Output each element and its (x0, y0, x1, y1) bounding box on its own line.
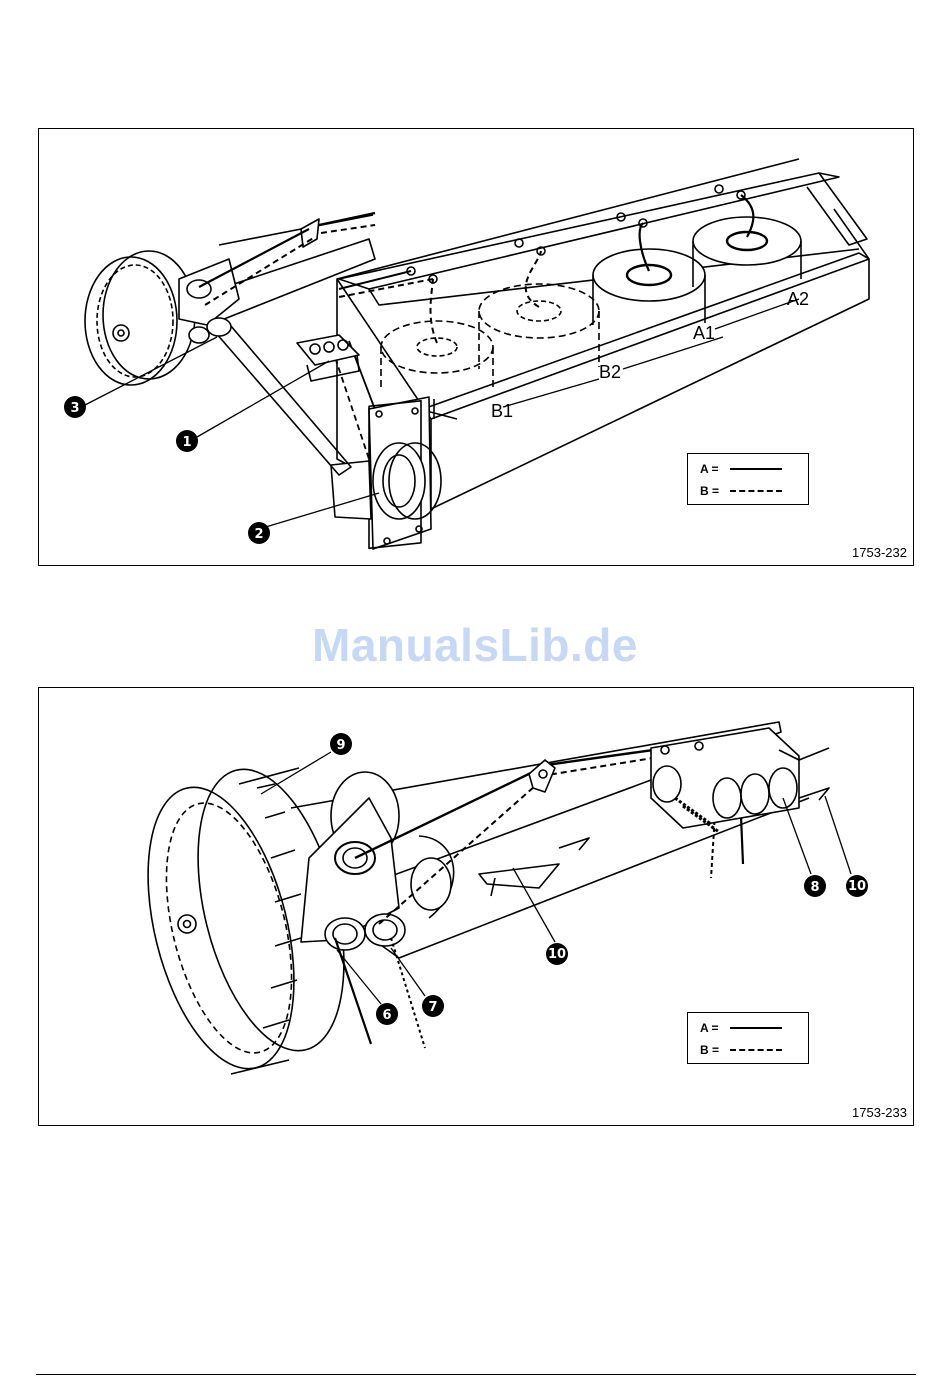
svg-text:2: 2 (254, 527, 263, 542)
legend-solid-line (730, 1027, 782, 1029)
callout-7: 7 (422, 995, 444, 1017)
svg-text:3: 3 (70, 401, 79, 416)
svg-text:1: 1 (182, 435, 191, 450)
label-b2: B2 (599, 362, 621, 382)
legend-fig1: A = B = (687, 453, 809, 505)
legend-row-b: B = (700, 484, 782, 498)
callout-6: 6 (376, 1003, 398, 1025)
legend-row-a: A = (700, 462, 782, 476)
bobbins (381, 217, 801, 391)
legend-solid-line (730, 468, 782, 470)
label-a1: A1 (693, 323, 715, 343)
svg-text:6: 6 (382, 1008, 391, 1023)
figure-1: 3 1 2 B1 B2 A1 A2 A = B = 1753-232 (38, 128, 914, 566)
legend-row-b: B = (700, 1043, 782, 1057)
callout-2: 2 (248, 522, 270, 544)
legend-row-a: A = (700, 1021, 782, 1035)
legend-dashed-line (730, 1049, 782, 1051)
label-b1: B1 (491, 401, 513, 421)
callout-3: 3 (64, 396, 86, 418)
footer-rule (36, 1374, 916, 1375)
svg-text:7: 7 (428, 1000, 437, 1015)
watermark: ManualsLib.de (0, 618, 950, 672)
legend-a-label: A = (700, 1021, 730, 1035)
callout-9: 9 (330, 733, 352, 755)
callout-10-left: 10 (546, 943, 568, 965)
legend-dashed-line (730, 490, 782, 492)
svg-text:9: 9 (336, 738, 345, 753)
label-a2: A2 (787, 289, 809, 309)
legend-b-label: B = (700, 1043, 730, 1057)
legend-a-label: A = (700, 462, 730, 476)
figure-2: 9 8 10 10 6 7 A = B = (38, 687, 914, 1126)
svg-text:10: 10 (548, 947, 566, 962)
svg-text:10: 10 (848, 879, 866, 894)
callout-10-right: 10 (846, 875, 868, 897)
svg-text:8: 8 (810, 880, 819, 895)
figure-code: 1753-233 (852, 1105, 907, 1120)
legend-b-label: B = (700, 484, 730, 498)
callout-8: 8 (804, 875, 826, 897)
legend-fig2: A = B = (687, 1012, 809, 1064)
figure-code: 1753-232 (852, 545, 907, 560)
callout-1: 1 (176, 430, 198, 452)
tensioner-assembly-8 (651, 728, 829, 832)
